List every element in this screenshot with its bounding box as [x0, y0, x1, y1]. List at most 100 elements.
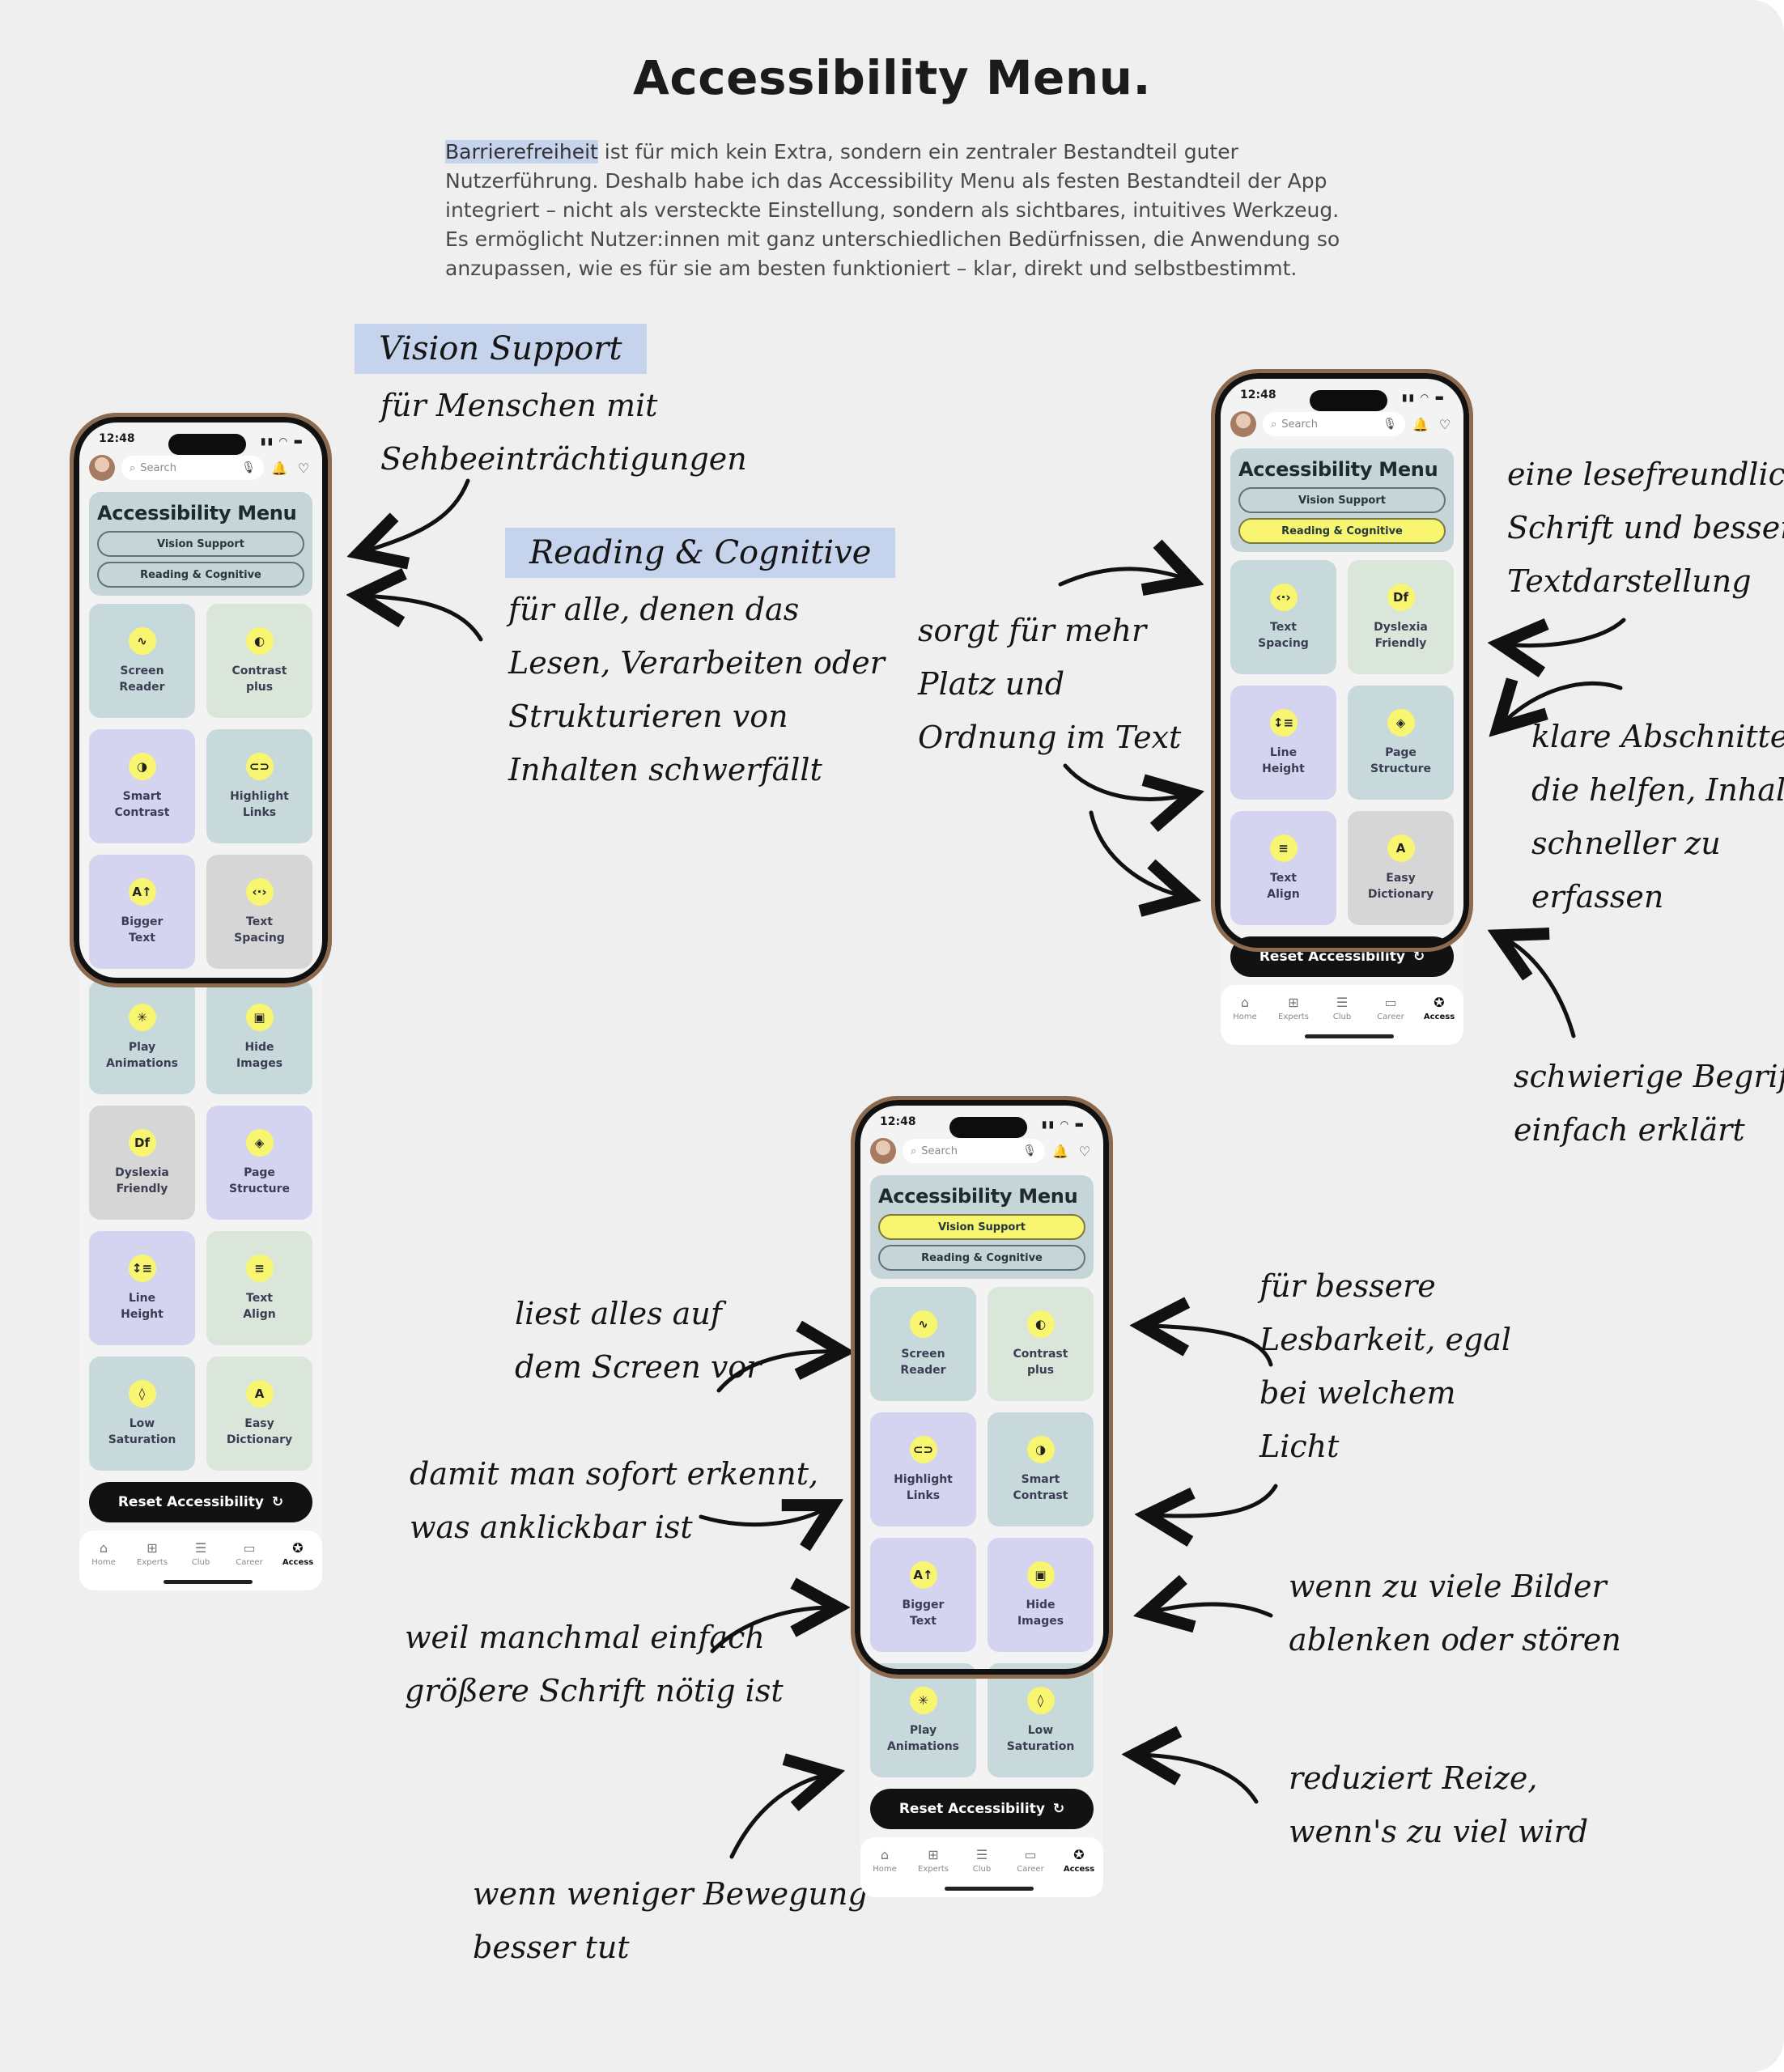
vision-support-button[interactable]: Vision Support	[97, 531, 304, 557]
arrow-animations	[729, 1774, 829, 1859]
nav-home[interactable]: ⌂Home	[864, 1847, 906, 1897]
nav-club[interactable]: ☰Club	[1321, 995, 1363, 1045]
reading-cognitive-button[interactable]: Reading & Cognitive	[878, 1245, 1085, 1271]
search-input[interactable]: ⌕Search🎙	[121, 456, 264, 480]
reset-accessibility-button[interactable]: Reset Accessibility↻	[1230, 936, 1454, 977]
heart-icon[interactable]: ♡	[1078, 1143, 1091, 1159]
nav-career[interactable]: ▭ Career	[228, 1540, 270, 1590]
nav-access[interactable]: ✪Access	[1418, 995, 1460, 1045]
arrow-reading	[363, 596, 483, 642]
phone-vision-support: 12:48▮▮ ◠ ▬ ⌕Search🎙🔔♡ Accessibility Men…	[851, 1096, 1113, 1897]
bell-icon[interactable]: 🔔	[1052, 1143, 1068, 1159]
nav-career[interactable]: ▭Career	[1370, 995, 1412, 1045]
bell-icon[interactable]: 🔔	[1412, 416, 1429, 432]
search-input[interactable]: ⌕Search🎙	[903, 1139, 1045, 1163]
reset-icon: ↻	[1052, 1801, 1065, 1817]
mic-icon[interactable]: 🎙	[241, 461, 256, 474]
mic-icon[interactable]: 🎙	[1022, 1144, 1037, 1157]
reset-accessibility-button[interactable]: Reset Accessibility↻	[89, 1482, 312, 1522]
arrow-contrast-top	[1146, 1326, 1273, 1367]
reading-cognitive-button[interactable]: Reading & Cognitive	[1238, 518, 1446, 544]
nav-club[interactable]: ☰Club	[961, 1847, 1003, 1897]
nav-access[interactable]: ✪Access	[1058, 1847, 1100, 1897]
nav-club[interactable]: ☰Club	[180, 1540, 222, 1590]
reading-cognitive-button[interactable]: Reading & Cognitive	[97, 562, 304, 588]
nav-label: Access	[1423, 1013, 1455, 1021]
bell-icon[interactable]: 🔔	[271, 460, 287, 476]
career-icon: ▭	[243, 1540, 256, 1556]
avatar[interactable]	[1230, 411, 1256, 437]
vision-support-button[interactable]: Vision Support	[878, 1214, 1085, 1240]
heart-icon[interactable]: ♡	[297, 460, 310, 476]
nav-label: Career	[236, 1558, 263, 1567]
nav-label: Home	[91, 1558, 116, 1567]
arrow-images	[1149, 1604, 1273, 1616]
heart-icon[interactable]: ♡	[1438, 416, 1451, 432]
reset-icon: ↻	[271, 1494, 284, 1510]
search-input[interactable]: ⌕Search🎙	[1263, 412, 1405, 436]
experts-icon: ⊞	[147, 1540, 158, 1556]
nav-home[interactable]: ⌂Home	[83, 1540, 125, 1590]
menu-title: Accessibility Menu	[97, 502, 297, 524]
waveform-icon: ∿	[909, 1310, 937, 1338]
animation-icon: ✳	[909, 1686, 937, 1714]
image-icon: ▣	[245, 1003, 274, 1031]
align-icon: ≡	[245, 1254, 274, 1282]
mic-icon[interactable]: 🎙	[1383, 418, 1397, 431]
avatar[interactable]	[89, 455, 115, 481]
text-size-icon: A↑	[128, 877, 156, 906]
dyslexia-icon: Df	[1387, 583, 1415, 611]
reset-accessibility-button[interactable]: Reset Accessibility↻	[870, 1789, 1094, 1829]
drop-icon: ◊	[128, 1379, 156, 1408]
vision-support-button[interactable]: Vision Support	[1238, 487, 1446, 513]
arrow-structure	[1501, 683, 1623, 725]
nav-access[interactable]: ✪Access	[277, 1540, 319, 1590]
reading-cognitive-tag: Reading & Cognitive	[505, 528, 896, 578]
nav-experts[interactable]: ⊞Experts	[131, 1540, 173, 1590]
avatar[interactable]	[870, 1138, 896, 1164]
arrow-links	[699, 1507, 829, 1525]
nav-label: Home	[873, 1865, 897, 1874]
nav-experts[interactable]: ⊞Experts	[1272, 995, 1315, 1045]
nav-career[interactable]: ▭Career	[1009, 1847, 1051, 1897]
waveform-icon: ∿	[128, 626, 156, 655]
nav-experts[interactable]: ⊞Experts	[912, 1847, 954, 1897]
nav-home[interactable]: ⌂Home	[1224, 995, 1266, 1045]
signal-icon: ▮▮ ◠ ▬	[1401, 392, 1446, 403]
